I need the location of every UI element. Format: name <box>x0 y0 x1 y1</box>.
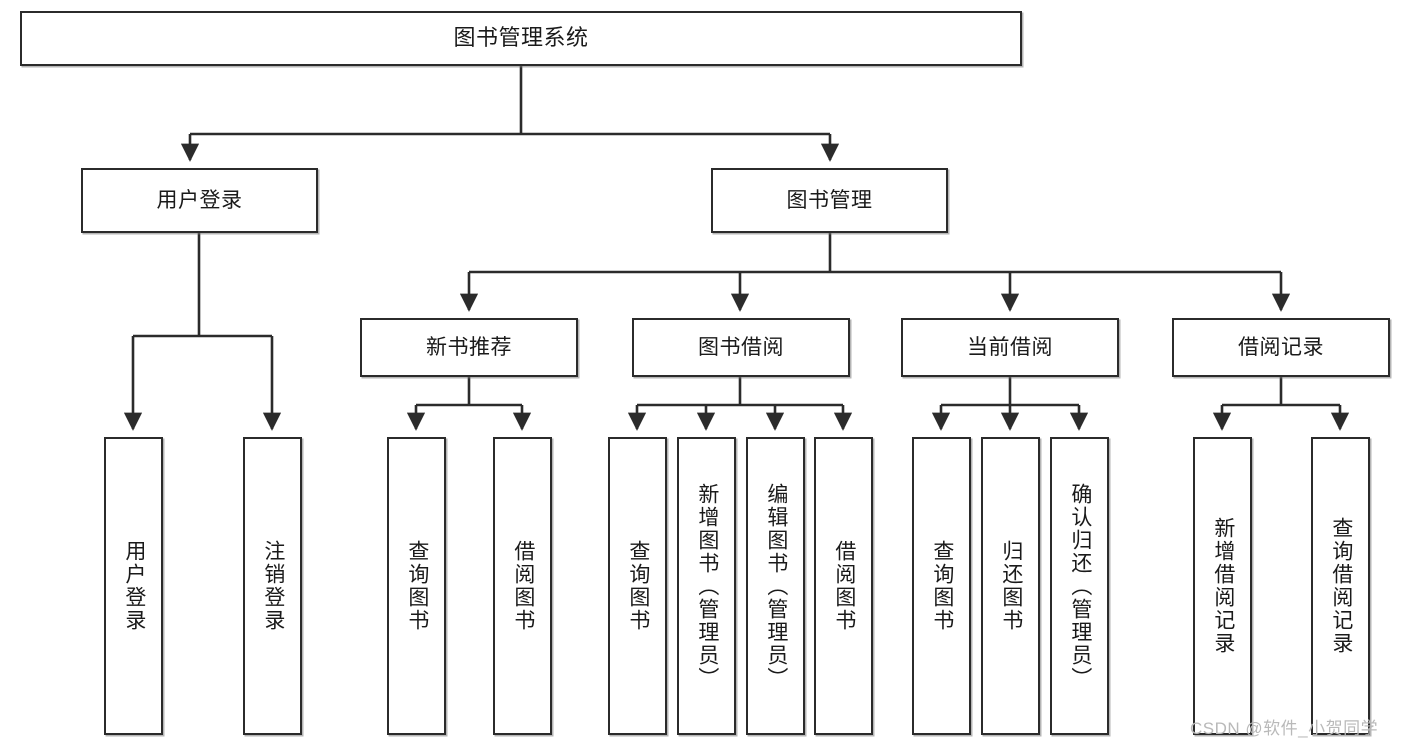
node-label: 图书借阅 <box>698 335 784 359</box>
node-label: 借阅图书 <box>832 540 856 632</box>
node-label: 查询图书 <box>930 540 954 632</box>
node-label: 新增借阅记录 <box>1211 517 1235 655</box>
node-label: 编辑图书（管理员） <box>764 482 788 690</box>
node-book-borrowing[interactable]: 图书借阅 <box>632 318 850 377</box>
node-leaf-logout[interactable]: 注销登录 <box>243 437 302 735</box>
node-label: 当前借阅 <box>967 335 1053 359</box>
node-label: 查询图书 <box>626 540 650 632</box>
node-root-book-management-system[interactable]: 图书管理系统 <box>20 11 1022 66</box>
node-label: 查询图书 <box>405 540 429 632</box>
node-leaf-query-borrow-record[interactable]: 查询借阅记录 <box>1311 437 1370 735</box>
node-leaf-edit-book-admin[interactable]: 编辑图书（管理员） <box>746 437 805 735</box>
node-leaf-user-login[interactable]: 用户登录 <box>104 437 163 735</box>
node-leaf-query-book-1[interactable]: 查询图书 <box>387 437 446 735</box>
node-leaf-add-borrow-record[interactable]: 新增借阅记录 <box>1193 437 1252 735</box>
node-label: 新书推荐 <box>426 335 512 359</box>
node-borrowing-record[interactable]: 借阅记录 <box>1172 318 1390 377</box>
node-current-borrowing[interactable]: 当前借阅 <box>901 318 1119 377</box>
node-label: 用户登录 <box>122 540 146 632</box>
node-label: 图书管理 <box>786 188 873 212</box>
node-leaf-borrow-book-1[interactable]: 借阅图书 <box>493 437 552 735</box>
node-label: 图书管理系统 <box>453 25 589 51</box>
node-leaf-add-book-admin[interactable]: 新增图书（管理员） <box>677 437 736 735</box>
node-new-book-recommendation[interactable]: 新书推荐 <box>360 318 578 377</box>
node-label: 新增图书（管理员） <box>695 482 719 690</box>
node-leaf-query-book-3[interactable]: 查询图书 <box>912 437 971 735</box>
node-leaf-confirm-return-admin[interactable]: 确认归还（管理员） <box>1050 437 1109 735</box>
node-label: 查询借阅记录 <box>1329 517 1353 655</box>
node-label: 用户登录 <box>156 188 243 212</box>
node-leaf-borrow-book-2[interactable]: 借阅图书 <box>814 437 873 735</box>
node-label: 归还图书 <box>999 540 1023 632</box>
node-book-management[interactable]: 图书管理 <box>711 168 948 233</box>
node-label: 借阅图书 <box>511 540 535 632</box>
node-label: 借阅记录 <box>1238 335 1324 359</box>
node-label: 确认归还（管理员） <box>1068 482 1092 690</box>
node-leaf-return-book[interactable]: 归还图书 <box>981 437 1040 735</box>
watermark-text: CSDN @软件_小贺同学 <box>1190 719 1379 738</box>
node-user-login[interactable]: 用户登录 <box>81 168 318 233</box>
node-leaf-query-book-2[interactable]: 查询图书 <box>608 437 667 735</box>
node-label: 注销登录 <box>261 540 285 632</box>
